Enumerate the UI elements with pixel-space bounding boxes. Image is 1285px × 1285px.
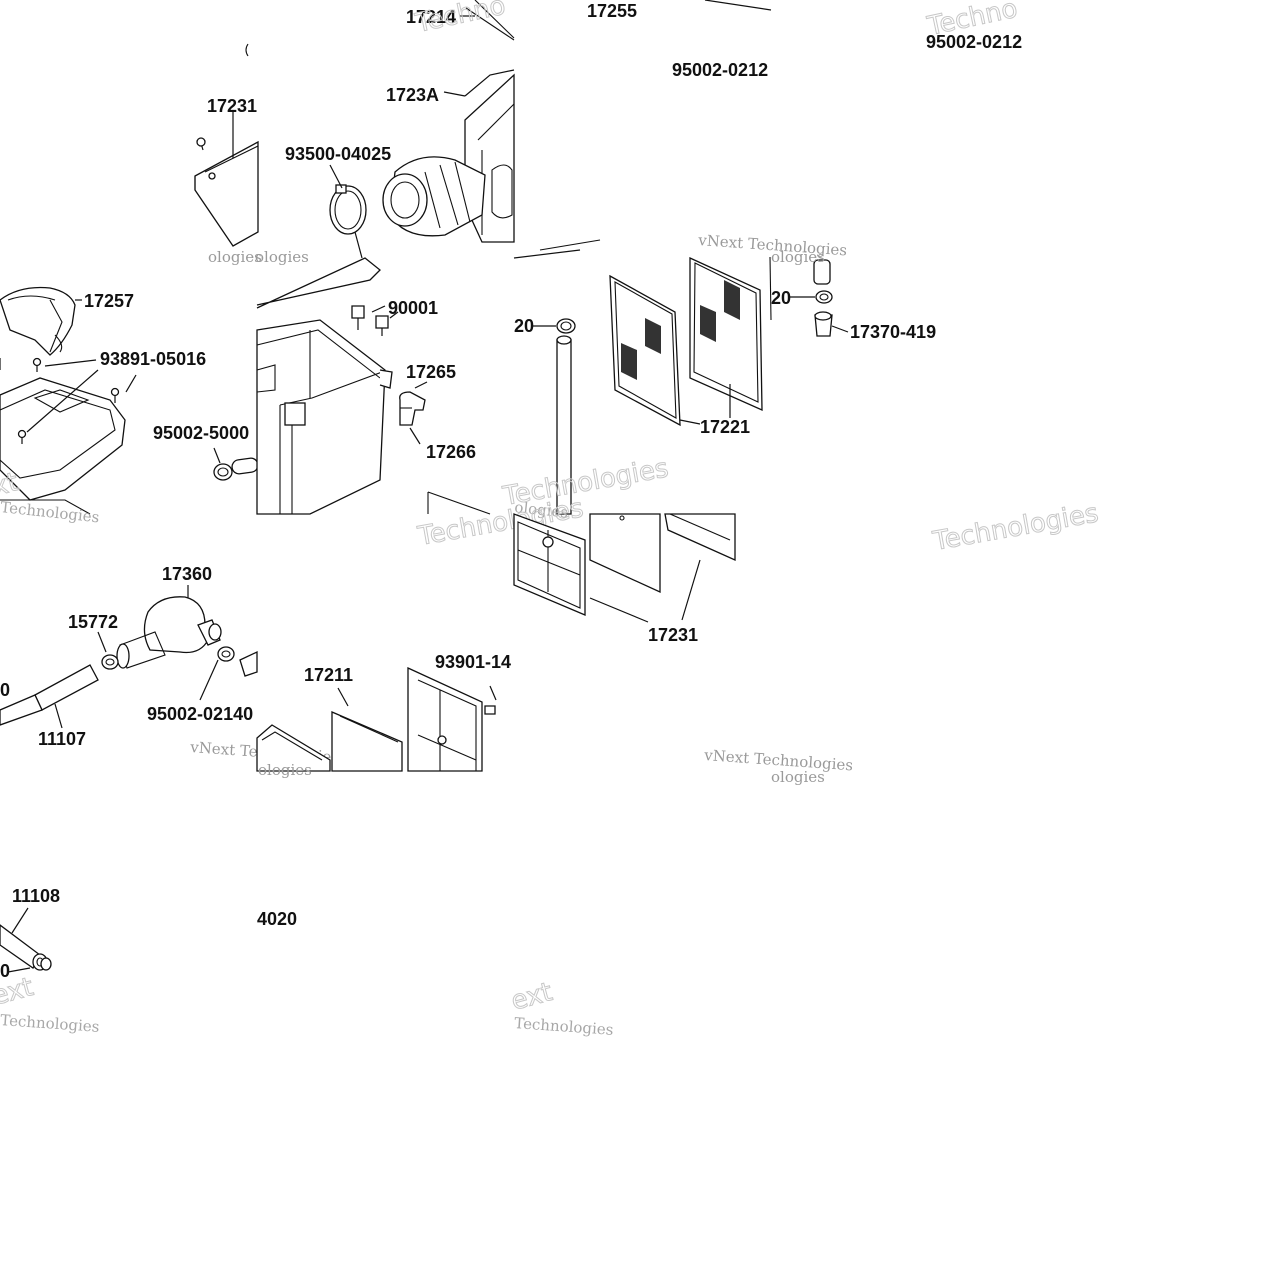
tile-lower-left: 17360 15772 11107 0 95002-02140 vNext Te… bbox=[0, 564, 340, 766]
tile-bottom-center: 4020 bbox=[257, 909, 297, 929]
label-95002-02140: 95002-02140 bbox=[147, 704, 253, 724]
drain-fitting-part bbox=[399, 391, 426, 426]
watermark-line-o: Technologies bbox=[514, 1014, 614, 1039]
filter-cage-part bbox=[407, 666, 483, 772]
watermark-frag-e: ologies bbox=[208, 248, 262, 266]
label-17231-a: 17231 bbox=[207, 96, 257, 116]
label-0-b: 0 bbox=[0, 961, 10, 981]
label-4020: 4020 bbox=[257, 909, 297, 929]
label-95002-5000: 95002-5000 bbox=[153, 423, 249, 443]
label-17214: 17214 bbox=[406, 7, 456, 27]
airbox-body-part bbox=[256, 319, 386, 515]
label-11107: 11107 bbox=[38, 729, 86, 749]
watermark-brand-m: ext bbox=[0, 972, 37, 1012]
label-17360: 17360 bbox=[162, 564, 212, 584]
label-17370-419: 17370-419 bbox=[850, 322, 936, 342]
watermark-frag-l: ologies bbox=[771, 768, 825, 786]
tile-mid-left: 17257 93891-05016 95002-5000 ext Technol… bbox=[0, 248, 262, 526]
tile-far-top-right: 95002-0212 Techno bbox=[924, 0, 1022, 52]
watermark-frag-j: ologies bbox=[258, 761, 312, 779]
tile-far-mid-right: 20 17370-419 ologies bbox=[771, 248, 936, 342]
label-17266: 17266 bbox=[426, 442, 476, 462]
label-93891-05016: 93891-05016 bbox=[100, 349, 206, 369]
cover-plate-part bbox=[194, 140, 259, 247]
label-93500-04025: 93500-04025 bbox=[285, 144, 391, 164]
watermark-frag-f: ologies bbox=[255, 248, 309, 266]
hose-11108-part bbox=[0, 924, 41, 969]
airbox-cover-part bbox=[0, 377, 126, 501]
label-1723A: 1723A bbox=[386, 85, 439, 105]
label-20-b: 20 bbox=[771, 288, 791, 308]
filter-screen-part bbox=[609, 274, 681, 427]
filter-frame-part bbox=[513, 513, 586, 616]
label-11108: 11108 bbox=[12, 886, 60, 906]
label-17221: 17221 bbox=[700, 417, 750, 437]
tile-far-lower-right: Technologies vNext Technologies ologies bbox=[703, 498, 1101, 786]
label-17211: 17211 bbox=[304, 665, 353, 685]
tile-lower-right: 17231 bbox=[513, 513, 736, 645]
tile-top-right: 17255 95002-0212 bbox=[513, 0, 772, 259]
tile-bottom-right: ext Technologies bbox=[508, 977, 614, 1039]
tile-top-left: 17231 bbox=[194, 43, 259, 247]
watermark-brand-l: Technologies bbox=[930, 498, 1101, 557]
watermark-line-e: Technologies bbox=[0, 498, 100, 526]
label-17257: 17257 bbox=[84, 291, 134, 311]
watermark-brand-b: Techno bbox=[412, 0, 508, 39]
hose-clamp-part bbox=[329, 185, 367, 235]
label-95002-0212-a: 95002-0212 bbox=[672, 60, 768, 80]
label-93901-14: 93901-14 bbox=[435, 652, 511, 672]
hose-part bbox=[34, 664, 99, 711]
watermark-frag-h: ologies bbox=[771, 248, 825, 266]
watermark-line-g2: ologies bbox=[514, 498, 569, 522]
label-0-a: 0 bbox=[0, 680, 10, 700]
label-15772: 15772 bbox=[68, 612, 118, 632]
label-17255: 17255 bbox=[587, 1, 637, 21]
tile-mid-right: 20 17221 vNext Technologies ologies Tech… bbox=[500, 231, 848, 522]
label-17231-b: 17231 bbox=[648, 625, 698, 645]
tile-center: 90001 17265 17266 ologies bbox=[255, 248, 476, 515]
label-20-a: 20 bbox=[514, 316, 534, 336]
snorkel-part bbox=[0, 286, 76, 356]
watermark-line-m: Technologies bbox=[0, 1011, 100, 1036]
label-90001: 90001 bbox=[388, 298, 438, 318]
label-17265: 17265 bbox=[406, 362, 456, 382]
tile-top-mid: 17214 1723A 93500-04025 Techno bbox=[285, 0, 515, 259]
label-95002-0212-b: 95002-0212 bbox=[926, 32, 1022, 52]
air-filter-element-part bbox=[331, 711, 403, 772]
watermark-brand-o: ext bbox=[508, 977, 555, 1017]
tile-bottom-left: 11108 0 ext Technologies bbox=[0, 886, 100, 1036]
